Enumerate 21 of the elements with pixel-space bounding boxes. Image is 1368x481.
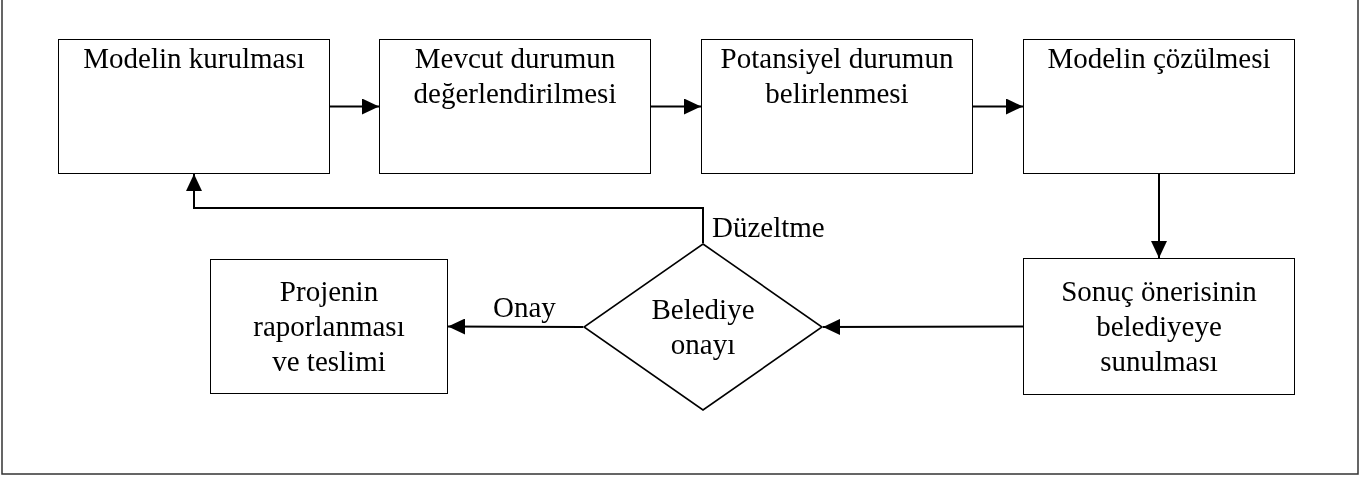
arrow: [447, 318, 584, 335]
arrow: [822, 318, 1024, 335]
arrow: [329, 98, 380, 115]
process-box: [379, 39, 651, 174]
arrow: [650, 98, 702, 115]
box-label: Modelin kurulması: [83, 41, 305, 76]
box-label: Potansiyel durumun belirlenmesi: [719, 41, 955, 111]
box-label: Mevcut durumun değerlendirilmesi: [412, 41, 618, 111]
process-box: [1023, 39, 1295, 174]
process-box: [210, 259, 448, 394]
arrow: [1151, 173, 1167, 259]
arrow: [186, 173, 704, 244]
decision-diamond: [583, 243, 823, 411]
process-box: [58, 39, 330, 174]
box-label: Projenin raporlanması ve teslimi: [252, 274, 406, 379]
arrow: [972, 98, 1024, 115]
box-label: Belediye onayı: [650, 292, 756, 362]
box-label: Modelin çözülmesi: [1047, 41, 1271, 76]
process-box: [1023, 258, 1295, 395]
box-label: Sonuç önerisinin belediyeye sunulması: [1060, 274, 1258, 379]
process-box: [701, 39, 973, 174]
